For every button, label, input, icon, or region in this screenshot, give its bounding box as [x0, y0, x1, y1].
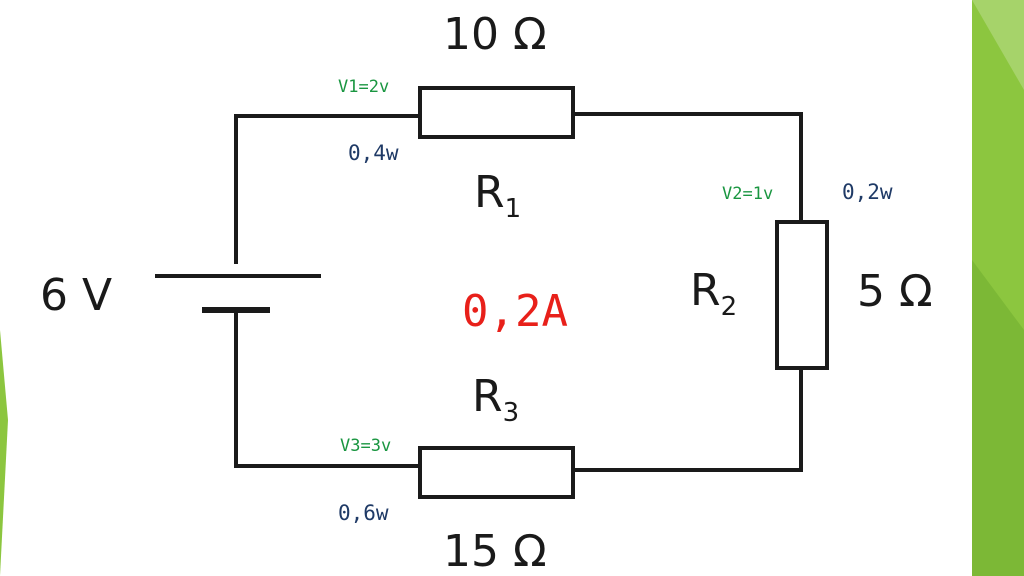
r2-resistance-label: 5 Ω — [857, 266, 933, 317]
r3-name-label: R3 — [472, 371, 519, 428]
r1-voltage-label: V1=2v — [338, 77, 389, 97]
battery-symbol — [155, 274, 321, 313]
resistor-r1 — [418, 86, 575, 139]
r3-subscript: 3 — [503, 398, 520, 428]
r3-voltage-label: V3=3v — [340, 436, 391, 456]
r2-name-label: R2 — [690, 265, 737, 322]
r1-letter: R — [474, 167, 505, 218]
r3-power-label: 0,6w — [338, 501, 389, 525]
r2-power-label: 0,2w — [842, 180, 893, 204]
circuit-current-label: 0,2A — [462, 286, 568, 337]
r1-name-label: R1 — [474, 167, 521, 224]
r2-voltage-label: V2=1v — [722, 184, 773, 204]
r1-power-label: 0,4w — [348, 141, 399, 165]
circuit-wires — [234, 112, 803, 472]
r2-letter: R — [690, 265, 721, 316]
left-accent-stripe — [0, 330, 8, 576]
battery-voltage-label: 6 V — [40, 270, 112, 321]
r3-resistance-label: 15 Ω — [443, 526, 547, 576]
r1-subscript: 1 — [505, 194, 522, 224]
resistor-r3 — [418, 446, 575, 499]
r3-letter: R — [472, 371, 503, 422]
r2-subscript: 2 — [721, 292, 738, 322]
resistor-r2 — [775, 220, 829, 370]
right-accent-stripe — [972, 0, 1024, 576]
r1-resistance-label: 10 Ω — [443, 9, 547, 60]
